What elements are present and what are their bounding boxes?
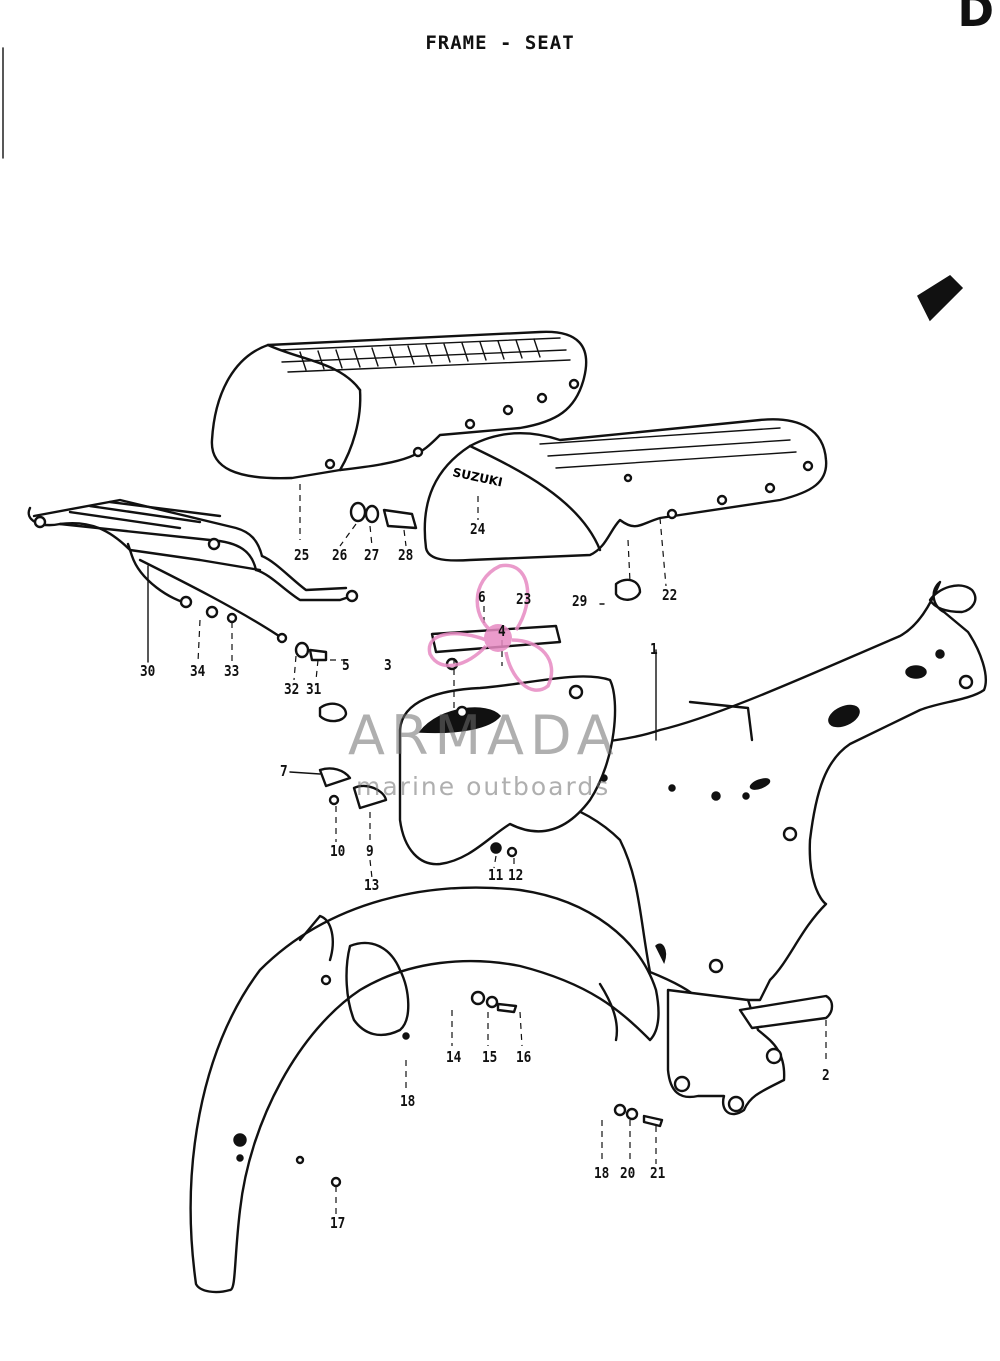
callout-6: 6 bbox=[478, 588, 486, 606]
section-badge bbox=[917, 275, 964, 322]
callout-9: 9 bbox=[366, 842, 374, 860]
inner-fender bbox=[398, 675, 617, 866]
callout-15: 15 bbox=[482, 1048, 498, 1066]
callout-32: 32 bbox=[284, 680, 300, 698]
callout-31: 31 bbox=[306, 680, 322, 698]
seat-front: SUZUKI bbox=[423, 418, 828, 562]
watermark-propeller-logo bbox=[427, 563, 554, 692]
callout-34: 34 bbox=[190, 662, 206, 680]
callout-27: 27 bbox=[364, 546, 380, 564]
callout-7: 7 bbox=[280, 762, 288, 780]
callout-5: 5 bbox=[342, 656, 350, 674]
callout-17: 17 bbox=[330, 1214, 346, 1232]
callout-21: 21 bbox=[650, 1164, 666, 1182]
callout-25: 25 bbox=[294, 546, 310, 564]
callout-28: 28 bbox=[398, 546, 414, 564]
callout-2: 2 bbox=[822, 1066, 830, 1084]
hardware-parts bbox=[205, 501, 664, 1128]
callout-12: 12 bbox=[508, 866, 524, 884]
callout-4: 4 bbox=[498, 622, 506, 640]
callout-29: 29 bbox=[572, 592, 588, 610]
callout-3: 3 bbox=[384, 656, 392, 674]
callout-16: 16 bbox=[516, 1048, 532, 1066]
engine-hanger-bracket bbox=[666, 988, 834, 1116]
rear-fender bbox=[189, 886, 660, 1294]
callout-10: 10 bbox=[330, 842, 346, 860]
watermark-brand: ARMADA bbox=[348, 704, 620, 767]
callout-18-fender: 18 bbox=[400, 1092, 416, 1110]
callout-11: 11 bbox=[488, 866, 504, 884]
callout-13: 13 bbox=[364, 876, 380, 894]
callout-33: 33 bbox=[224, 662, 240, 680]
callout-26: 26 bbox=[332, 546, 348, 564]
callout-1: 1 bbox=[650, 640, 658, 658]
callout-24: 24 bbox=[470, 520, 486, 538]
callout-20: 20 bbox=[620, 1164, 636, 1182]
callout-14: 14 bbox=[446, 1048, 462, 1066]
diagram-title: FRAME - SEAT bbox=[425, 32, 575, 54]
page-corner-mark: D bbox=[957, 0, 994, 37]
callout-18-bolt: 18 bbox=[594, 1164, 610, 1182]
callout-30: 30 bbox=[140, 662, 156, 680]
callout-leaders bbox=[147, 484, 827, 1214]
callout-23: 23 bbox=[516, 590, 532, 608]
watermark-tagline: marine outboards bbox=[356, 772, 611, 801]
luggage-carrier bbox=[27, 498, 359, 644]
callout-22: 22 bbox=[662, 586, 678, 604]
seat-rear bbox=[210, 330, 588, 480]
